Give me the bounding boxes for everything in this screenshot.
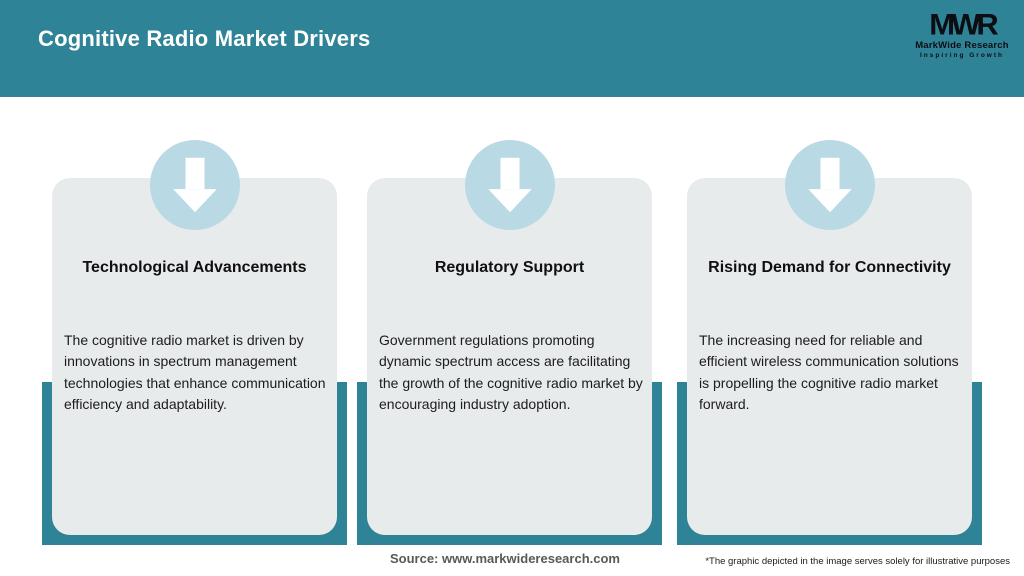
down-arrow-icon — [465, 140, 555, 230]
logo-tagline: Inspiring Growth — [920, 51, 1004, 59]
logo-monogram-icon: MWR — [929, 7, 998, 42]
down-arrow-icon — [785, 140, 875, 230]
page-title: Cognitive Radio Market Drivers — [38, 26, 371, 51]
source-text-container: Source: www.markwideresearch.com — [0, 551, 1024, 566]
card-body-text: Government regulations promoting dynamic… — [379, 332, 643, 412]
card-body-text: The cognitive radio market is driven by … — [64, 332, 326, 412]
source-text: Source: www.markwideresearch.com — [389, 551, 620, 566]
driver-card-rising-demand-for-connectivity: Rising Demand for Connectivity The incre… — [687, 178, 972, 535]
header-bar: Cognitive Radio Market Drivers MWR MarkW… — [0, 0, 1024, 97]
driver-card-regulatory-support: Regulatory Support Government regulation… — [367, 178, 652, 535]
disclaimer-text: *The graphic depicted in the image serve… — [705, 556, 1010, 567]
card-body-text: The increasing need for reliable and eff… — [699, 332, 959, 412]
card-title: Technological Advancements — [82, 259, 307, 277]
driver-card-technological-advancements: Technological Advancements The cognitive… — [52, 178, 337, 535]
logo-name: MarkWide Research — [915, 40, 1009, 52]
down-arrow-icon — [150, 140, 240, 230]
card-title: Regulatory Support — [434, 259, 585, 277]
card-title: Rising Demand for Connectivity — [708, 259, 951, 277]
markwide-research-logo: MWR MarkWide Research Inspiring Growth — [914, 10, 1010, 59]
